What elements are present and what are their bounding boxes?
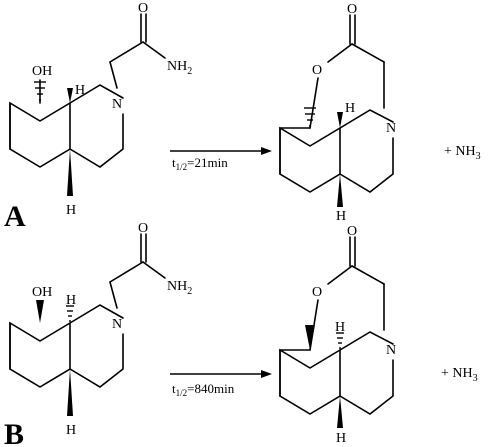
ring-bond <box>69 113 124 168</box>
reactant-a: OH O NH2 N H H <box>9 1 192 218</box>
hydrogen-label: H <box>75 83 85 98</box>
product-a: O O N H H <box>279 2 396 224</box>
reaction-arrow-b: t1/2=840min <box>170 370 272 398</box>
hydrogen-label: H <box>336 209 346 224</box>
reactant-b: OH O NH2 N H H <box>9 221 192 438</box>
ring-nitrogen-label: N <box>386 121 396 136</box>
byproduct-label: + NH3 <box>441 366 478 384</box>
amide-label: NH2 <box>167 279 192 297</box>
hydrogen-label: H <box>336 431 346 446</box>
hydrogen-label: H <box>345 101 355 116</box>
hydrogen-label: H <box>335 320 345 335</box>
hydroxyl-label: OH <box>32 285 52 300</box>
ring-bond <box>9 101 71 168</box>
ring-nitrogen-label: N <box>386 343 396 358</box>
hash-bond <box>304 107 316 127</box>
ester-oxygen-label: O <box>312 63 322 78</box>
carbonyl-oxygen-label: O <box>138 1 148 16</box>
carbonyl-oxygen-label: O <box>138 221 148 236</box>
ring-nitrogen-label: N <box>112 97 122 112</box>
amide-label: NH2 <box>167 59 192 77</box>
panel-label-a: A <box>4 200 26 233</box>
hydrogen-label: H <box>66 293 76 308</box>
carbonyl-oxygen-label: O <box>347 224 357 239</box>
ring-bond <box>69 84 124 104</box>
half-life-label: t1/2=21min <box>172 155 228 172</box>
panel-label-b: B <box>4 418 24 447</box>
hash-bond <box>336 332 344 349</box>
wedge-bond <box>36 300 44 323</box>
product-b: O O N H H <box>279 224 396 446</box>
reaction-arrow-a: t1/2=21min <box>170 147 272 172</box>
ester-oxygen-label: O <box>312 285 322 300</box>
hydrogen-label: H <box>66 423 76 438</box>
hash-bond <box>66 305 74 322</box>
carbonyl-oxygen-label: O <box>347 2 357 17</box>
byproduct-label: + NH3 <box>444 144 481 162</box>
hydroxyl-label: OH <box>32 64 52 79</box>
wedge-bond <box>67 149 73 196</box>
ring-nitrogen-label: N <box>112 317 122 332</box>
half-life-label: t1/2=840min <box>172 381 235 398</box>
hydrogen-label: H <box>66 203 76 218</box>
wedge-bond <box>67 88 73 103</box>
